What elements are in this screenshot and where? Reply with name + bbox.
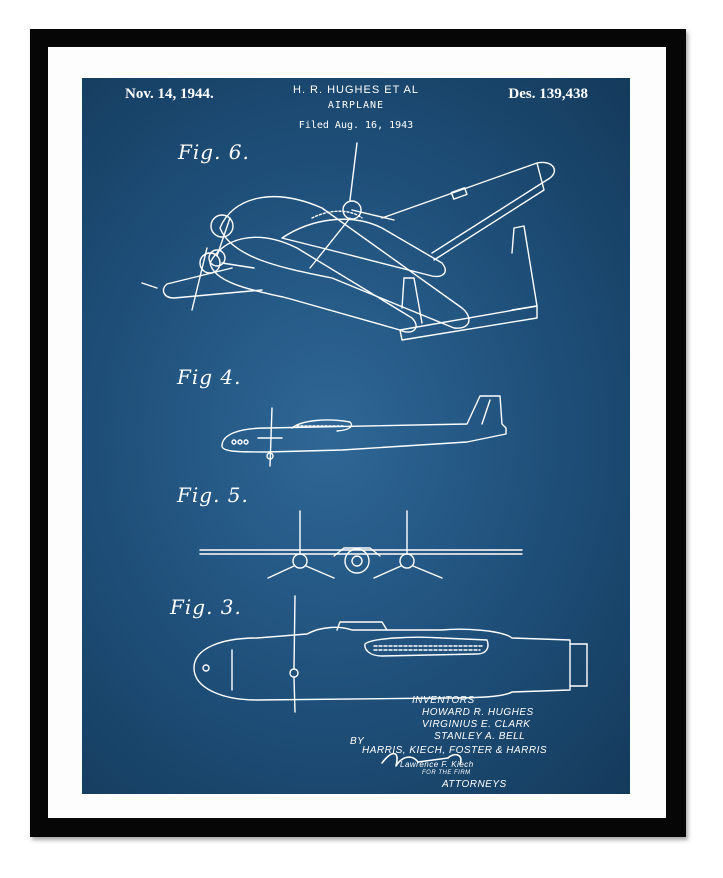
attorneys-label: ATTORNEYS — [442, 779, 507, 790]
figure-3-label: Fig. 3. — [170, 595, 242, 619]
figure-5-drawing — [199, 510, 523, 579]
inventor-name: HOWARD R. HUGHES — [422, 707, 534, 718]
attorney-firm: HARRIS, KIECH, FOSTER & HARRIS — [362, 745, 548, 756]
attorney-signature-mark — [381, 752, 462, 767]
patent-inventor-line: H. R. HUGHES ET AL — [293, 84, 419, 96]
by-label: BY — [350, 736, 365, 747]
signature-text: Lawrence F. Kiech — [400, 760, 474, 769]
figure-6-label: Fig. 6. — [178, 140, 250, 164]
inventors-heading: INVENTORS — [412, 695, 475, 706]
patent-filed-date: Filed Aug. 16, 1943 — [298, 120, 414, 131]
blueprint-print: Nov. 14, 1944. H. R. HUGHES ET AL AIRPLA… — [82, 78, 630, 794]
patent-title: AIRPLANE — [327, 100, 385, 111]
figure-5-label: Fig. 5. — [177, 483, 249, 507]
inventor-name: VIRGINIUS E. CLARK — [422, 719, 531, 730]
patent-date: Nov. 14, 1944. — [125, 86, 214, 102]
figure-6-drawing — [141, 142, 555, 341]
patent-design-number: Des. 139,438 — [508, 86, 588, 102]
figure-4-label: Fig 4. — [177, 365, 242, 389]
figure-3-drawing — [193, 595, 588, 713]
inventor-name: STANLEY A. BELL — [434, 731, 526, 742]
for-the-firm-label: FOR THE FIRM — [422, 770, 471, 776]
figure-4-drawing — [221, 395, 507, 467]
patent-drawings — [141, 142, 588, 767]
